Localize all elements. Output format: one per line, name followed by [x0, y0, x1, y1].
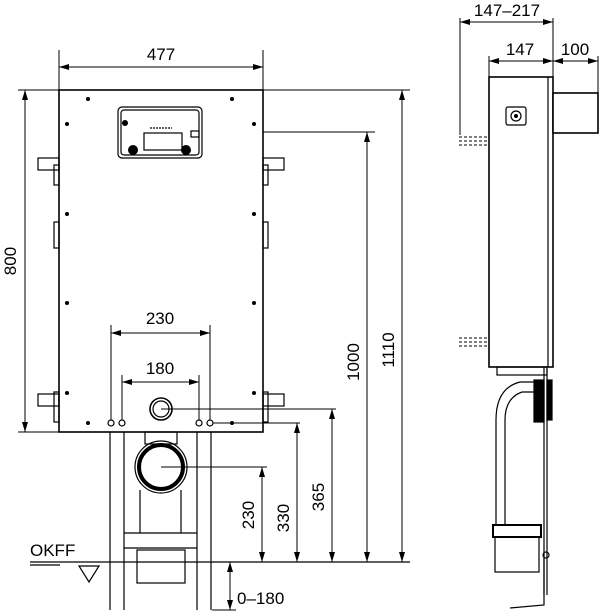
- dim-total-height: 1110: [379, 332, 398, 367]
- front-dimensions: 477 800 230 180 230 330 365 1000 1110 OK…: [1, 45, 410, 611]
- side-frame: [488, 76, 554, 368]
- dim-depth-range: 147–217: [474, 1, 540, 20]
- supply-connector-icon: [505, 106, 527, 126]
- waste-bend: [492, 366, 553, 609]
- front-view: [37, 89, 285, 610]
- dim-waste-height: 230: [239, 501, 258, 529]
- dim-leg-adjust: 0–180: [237, 589, 284, 608]
- side-dimensions: 147–217 147 100: [459, 1, 599, 135]
- wall-brackets: [37, 157, 285, 423]
- dim-actuator-height: 1000: [344, 343, 363, 381]
- dim-fixing-height: 330: [274, 504, 293, 532]
- floor-level-icon: [77, 565, 101, 584]
- dim-supply-height: 365: [309, 483, 328, 511]
- dim-support-outer: 230: [146, 309, 174, 328]
- cistern-opening: [117, 106, 203, 159]
- frame-panel: [58, 89, 264, 433]
- dim-offset: 100: [561, 40, 589, 59]
- frame-legs: [109, 431, 212, 610]
- dim-support-inner: 180: [146, 359, 174, 378]
- mounting-holes: [65, 97, 256, 425]
- actuator-box: [552, 92, 599, 134]
- dim-depth: 147: [506, 40, 534, 59]
- wall-offset-dashes: [459, 136, 489, 347]
- floor-label: OKFF: [30, 541, 75, 560]
- side-view: 147–217 147 100: [459, 1, 599, 609]
- dim-width: 477: [147, 45, 175, 64]
- dim-height: 800: [1, 247, 20, 275]
